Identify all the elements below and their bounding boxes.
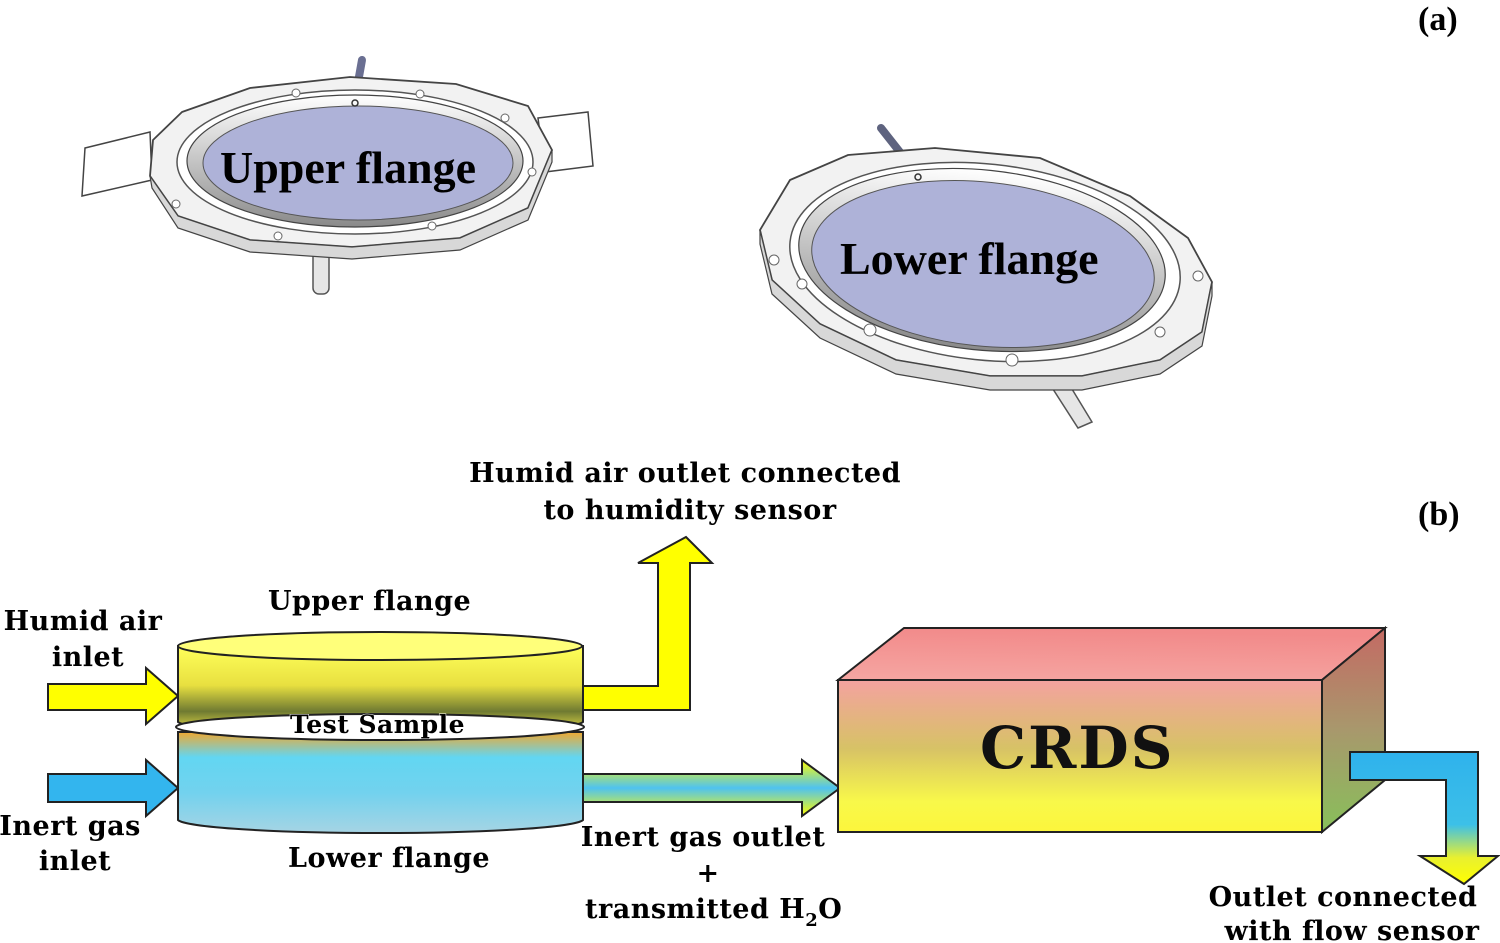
- test-sample-label: Test Sample: [290, 710, 465, 739]
- outlet-flow-arrow: [1349, 751, 1500, 886]
- lower-flange-cylinder: [177, 731, 584, 835]
- humid-air-inlet-arrow: [47, 665, 180, 727]
- crds-box: [835, 625, 1388, 835]
- lower-flange-label-a: Lower flange: [840, 233, 1099, 284]
- transmitted-h2o-label: transmitted H2O: [585, 894, 842, 931]
- inert-gas-inlet-arrow: [47, 757, 180, 819]
- upper-flange-label-a: Upper flange: [220, 142, 476, 193]
- lower-flange-label-b: Lower flange: [288, 843, 490, 874]
- outlet-flow-label: Outlet connected with flow sensor: [1209, 882, 1488, 943]
- test-sample-disc: [175, 713, 585, 741]
- upper-flange-label-b: Upper flange: [268, 586, 471, 617]
- humid-air-outlet-label: Humid air outlet connected to humidity s…: [469, 458, 911, 526]
- humid-air-inlet-label: Humid air inlet: [4, 606, 173, 673]
- upper-flange-cylinder: [177, 631, 584, 735]
- panel-a-label: (a): [1418, 1, 1458, 38]
- inert-gas-outlet-arrow: [582, 758, 842, 818]
- panel-b-label: (b): [1418, 496, 1460, 533]
- crds-label: CRDS: [980, 714, 1175, 782]
- lower-flange-drawing: [759, 124, 1213, 429]
- inert-gas-outlet-label: Inert gas outlet +: [581, 822, 835, 889]
- inert-gas-inlet-label: Inert gas inlet: [0, 811, 151, 877]
- upper-flange-drawing: [81, 56, 594, 295]
- humid-air-outlet-arrow: [582, 535, 715, 711]
